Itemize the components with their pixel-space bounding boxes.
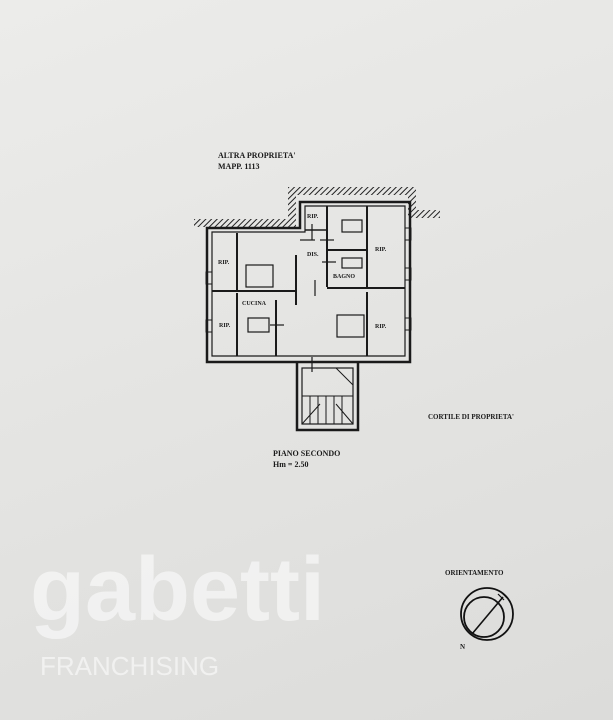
orientation-label: ORIENTAMENTO <box>445 569 504 577</box>
watermark-sub: FRANCHISING <box>40 651 219 681</box>
watermark-brand: gabetti <box>30 540 325 640</box>
north-label: N <box>460 643 465 651</box>
room-cucina: CUCINA <box>242 301 267 307</box>
courtyard-label: CORTILE DI PROPRIETA' <box>428 413 514 421</box>
room-rip: RIP. <box>218 260 230 266</box>
watermark: gabetti FRANCHISING <box>30 540 325 681</box>
room-rip: RIP. <box>307 214 319 220</box>
room-rip: RIP. <box>375 247 387 253</box>
room-bagno: BAGNO <box>333 274 355 280</box>
room-rip: RIP. <box>219 323 231 329</box>
room-dis: DIS. <box>307 252 319 258</box>
floor-label: PIANO SECONDO <box>273 449 340 458</box>
walls <box>205 200 412 364</box>
labels: ALTRA PROPRIETA' MAPP. 1113 RIP. RIP. RI… <box>218 151 514 651</box>
neighbor-hatch <box>194 187 440 227</box>
parcel-label: MAPP. 1113 <box>218 162 259 171</box>
room-rip: RIP. <box>375 324 387 330</box>
neighbor-label: ALTRA PROPRIETA' <box>218 151 296 160</box>
height-label: Hm = 2.50 <box>273 460 308 469</box>
stairwell <box>295 357 360 432</box>
compass-icon <box>460 587 514 641</box>
